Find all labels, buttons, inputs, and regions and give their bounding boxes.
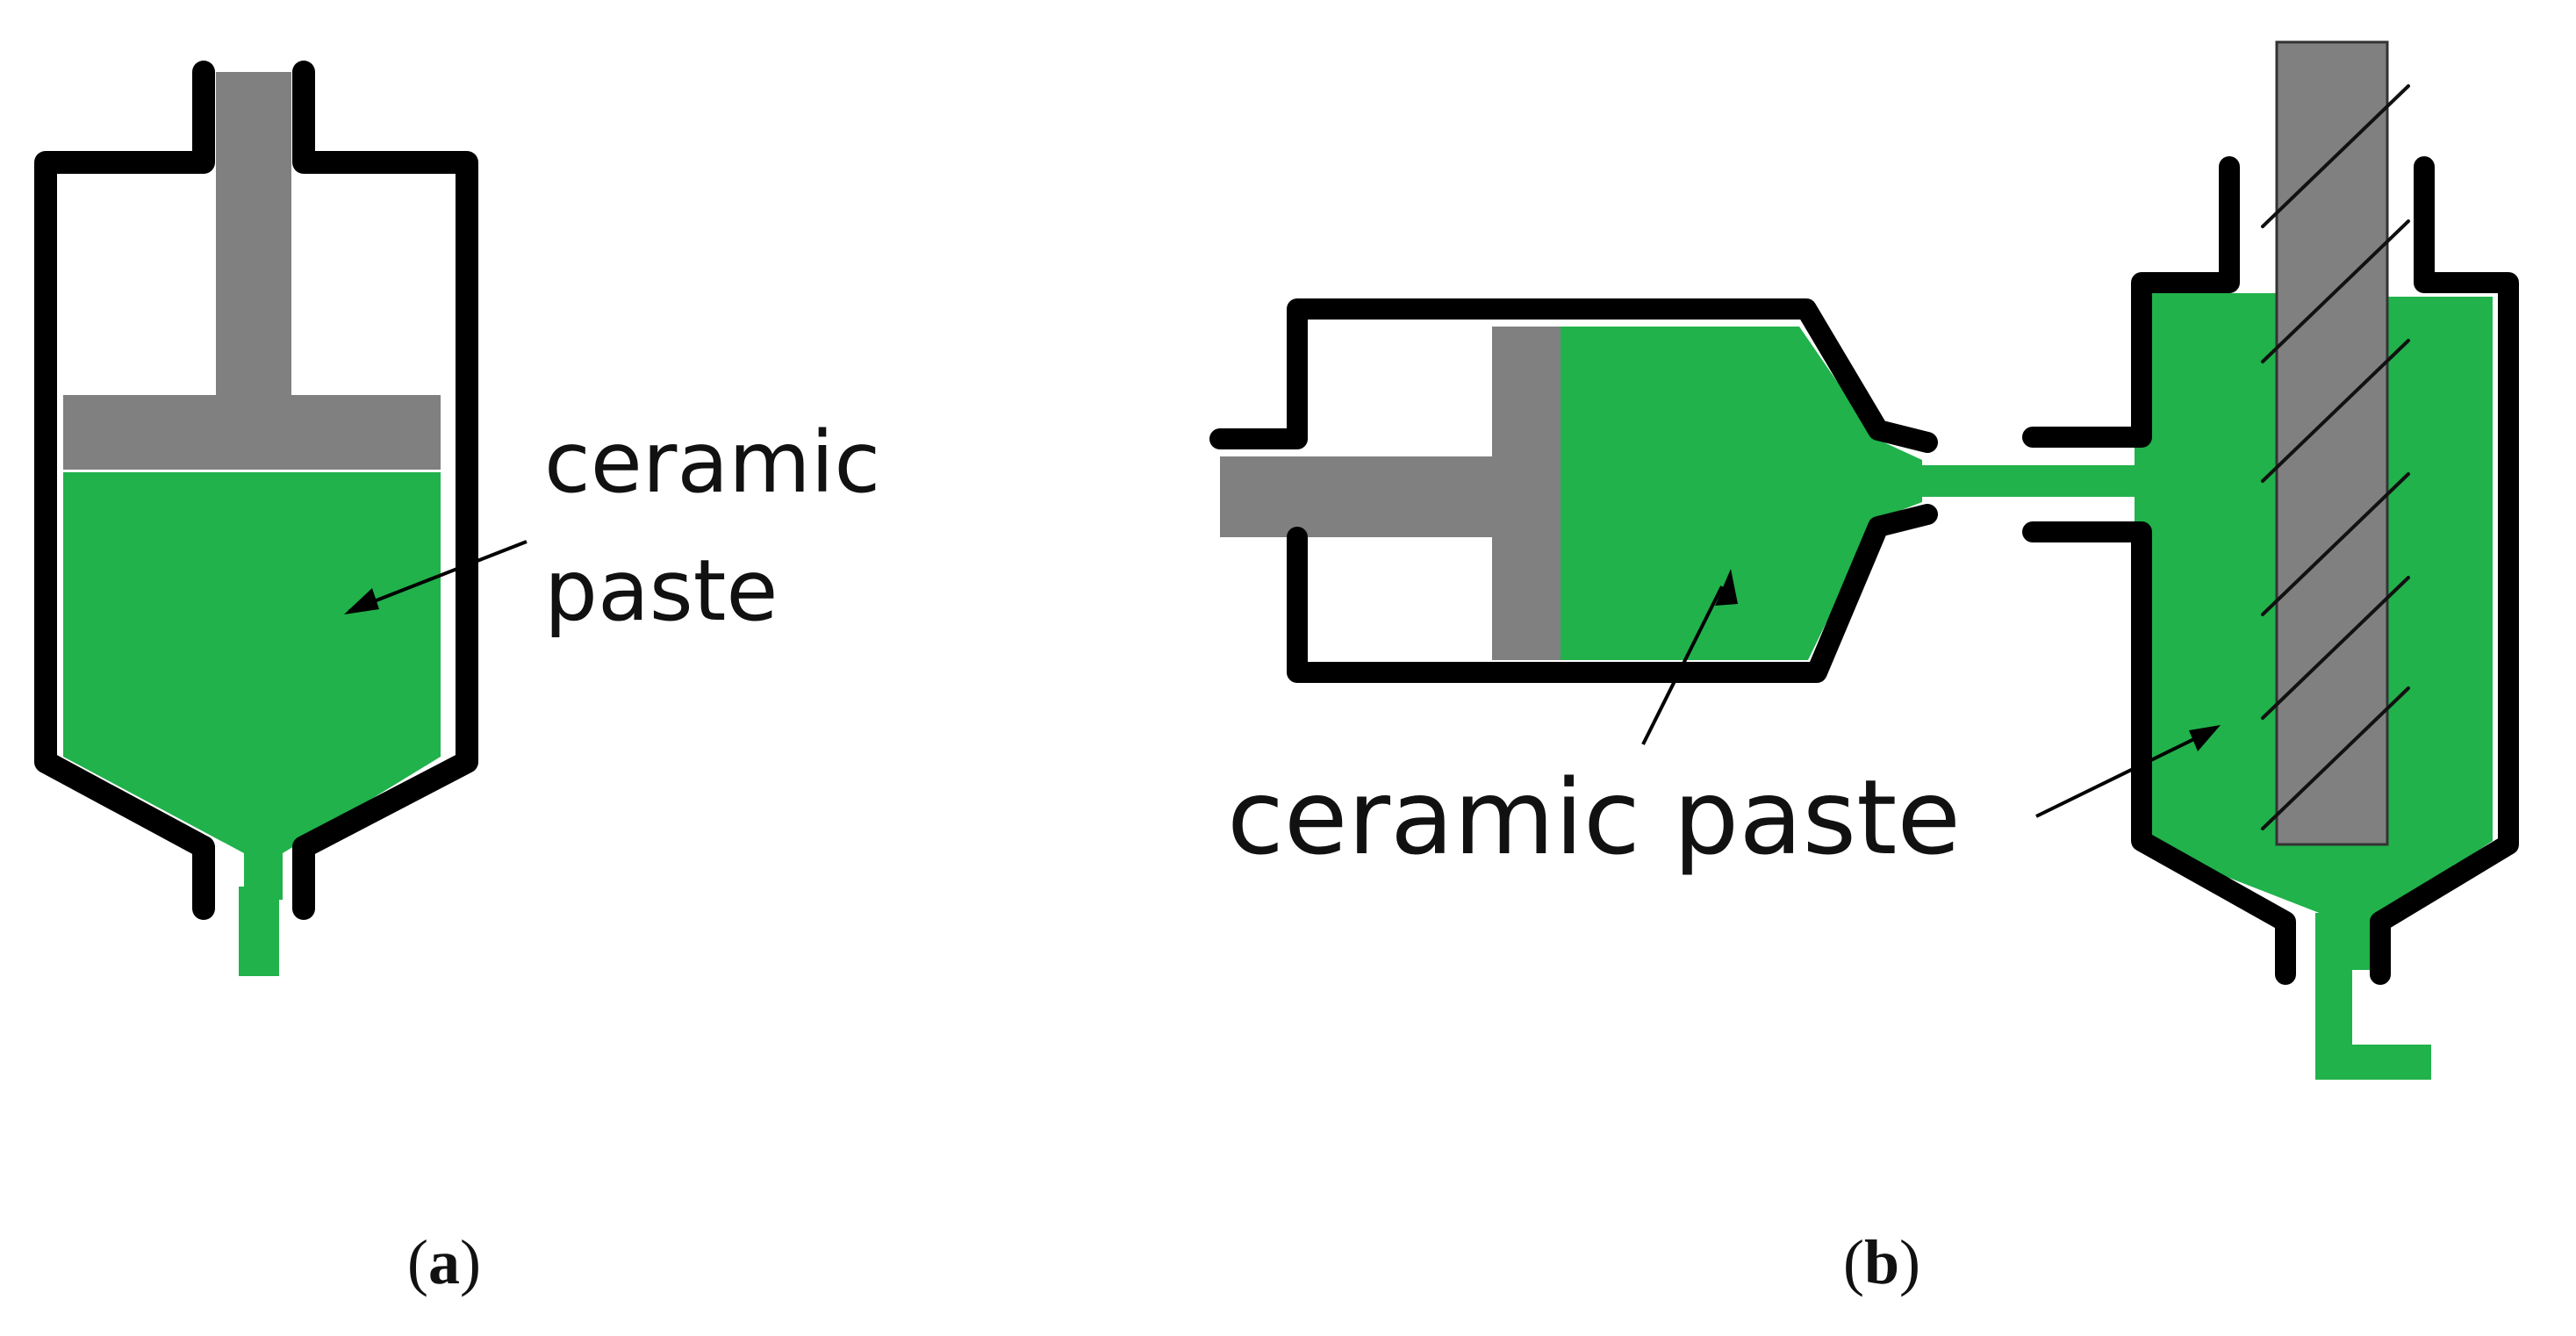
arrowhead-a <box>344 588 379 614</box>
flight-5 <box>2261 576 2410 720</box>
caption-b-letter: b <box>1864 1227 1899 1297</box>
flight-6 <box>2261 686 2410 830</box>
extruder-barrel-b <box>2022 156 2519 985</box>
caption-a: (a) <box>407 1227 481 1297</box>
arrow-a <box>348 540 527 613</box>
flight-2 <box>2261 219 2410 363</box>
panel-b: ceramic paste (b) <box>1209 40 2519 1297</box>
extruded-strand-a <box>239 887 279 976</box>
caption-a-letter: a <box>428 1227 460 1297</box>
caption-a-open: ( <box>407 1227 428 1297</box>
arrowhead-b-feeder <box>1715 569 1738 606</box>
flight-1 <box>2261 84 2410 228</box>
caption-b: (b) <box>1843 1227 1920 1297</box>
arrow-b-extruder <box>2035 734 2202 818</box>
extruded-strand-b <box>2315 913 2431 1080</box>
caption-b-open: ( <box>1843 1227 1864 1297</box>
screw-flights-b <box>2261 84 2410 830</box>
feeder-barrel-b <box>1209 298 1938 683</box>
plunger-head-b <box>1492 327 1561 660</box>
paste-b-feeder <box>1555 327 1922 660</box>
arrowhead-b-extruder <box>2189 725 2221 751</box>
flight-3 <box>2261 339 2410 483</box>
barrel-a <box>34 61 478 920</box>
paste-b-channel <box>1913 465 2168 497</box>
paste-a <box>63 472 441 900</box>
caption-b-close: ) <box>1899 1227 1920 1297</box>
paste-label-b: ceramic paste <box>1227 757 1961 878</box>
plunger-rod-b <box>1220 456 1494 537</box>
plunger-rod-a <box>216 72 291 397</box>
flight-4 <box>2261 472 2410 616</box>
caption-a-close: ) <box>460 1227 481 1297</box>
panel-a: ceramic paste (a) <box>34 61 880 1297</box>
paste-label-a-line1: ceramic <box>544 413 880 512</box>
paste-label-a-line2: paste <box>544 542 778 640</box>
screw-shaft-b <box>2275 40 2389 846</box>
plunger-head-a <box>63 395 441 470</box>
arrow-b-feeder <box>1641 585 1724 745</box>
